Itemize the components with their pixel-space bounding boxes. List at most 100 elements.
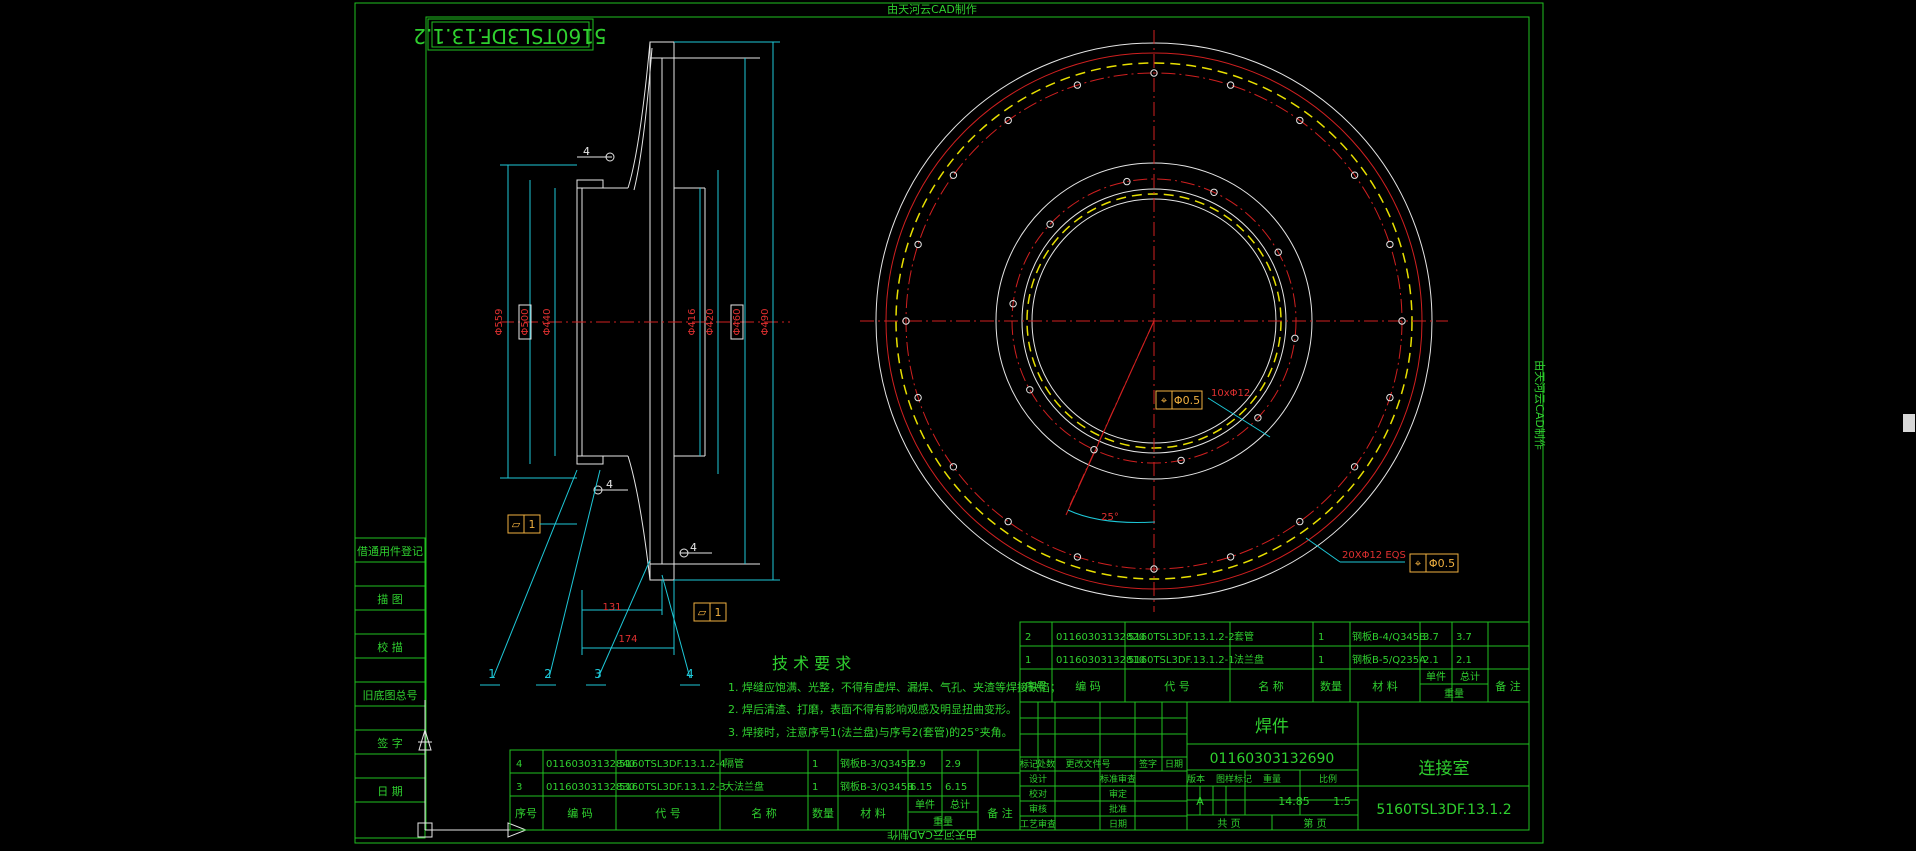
bom-cell: 大法兰盘 [724, 780, 764, 793]
inner-bolt-holes [1009, 177, 1299, 465]
scrollbar-thumb[interactable] [1903, 414, 1915, 432]
rev-header: 处数 [1037, 758, 1055, 770]
bolt-hole [1398, 317, 1406, 325]
outer-bolt-holes [902, 69, 1406, 573]
rev-header: 日期 [1165, 759, 1183, 770]
bolt-hole [1150, 69, 1158, 77]
bolt-hole [914, 393, 922, 402]
dim-dia: Φ559 [494, 309, 505, 336]
bom-cell: 5160TSL3DF.13.1.2-1 [1128, 655, 1235, 666]
title-block-code: 01160303132690 [1210, 751, 1335, 767]
bolt-hole [1073, 553, 1082, 561]
stage-header: 比例 [1319, 773, 1337, 785]
bom-cell: 2.1 [1423, 655, 1439, 666]
front-view: 25° 10xΦ12 ⌖ Φ0.5 20XΦ12 EQS ⌖ Φ0.5 [860, 30, 1459, 612]
role-label: 审核 [1029, 803, 1047, 815]
sheet-count: 共 页 [1217, 818, 1240, 830]
role-label: 工艺审查 [1020, 818, 1056, 830]
role-label: 批准 [1109, 803, 1127, 815]
bom-header: 编 码 [567, 806, 593, 820]
bolt-hole [1004, 116, 1012, 125]
rev-header: 签字 [1139, 758, 1157, 770]
bolt-hole [1004, 517, 1012, 526]
bom-cell: 4 [516, 759, 522, 770]
bom-header: 单件 [1426, 671, 1446, 683]
bom-cell: 法兰盘 [1234, 653, 1264, 666]
bom-cell: 01160303132810 [1056, 655, 1145, 666]
stage-header: 图样标记 [1216, 773, 1252, 785]
position-tolerance-frame: ⌖ Φ0.5 [1409, 553, 1459, 573]
weld-symbol: 4 [593, 478, 628, 495]
bolt-hole [949, 171, 958, 179]
bolt-hole [1350, 171, 1359, 179]
svg-text:▱: ▱ [512, 518, 521, 531]
weld-symbol: 4 [577, 145, 615, 162]
bom-cell: 1 [1318, 655, 1324, 666]
title-block-type: 焊件 [1255, 717, 1289, 737]
bolt-hole [1296, 517, 1304, 526]
watermark-bottom: 由天河云CAD制作 [887, 828, 977, 842]
version-label: 版本 [1187, 773, 1205, 785]
svg-text:Φ0.5: Φ0.5 [1429, 557, 1455, 570]
title-block-weight: 14.85 [1278, 795, 1310, 808]
vertical-scrollbar[interactable] [1902, 0, 1916, 847]
watermark-right: 由天河云CAD制作 [1533, 360, 1547, 450]
bom-header: 材 料 [1372, 679, 1398, 693]
flatness-tolerance-frame: ▱ 1 [693, 602, 727, 622]
svg-text:4: 4 [583, 145, 590, 158]
role-label: 标准审查 [1100, 773, 1136, 785]
bolt-hole [1254, 414, 1262, 422]
dim-dia: Φ460 [732, 309, 743, 336]
role-label: 设计 [1029, 773, 1047, 785]
bolt-hole [1123, 177, 1131, 186]
bom-cell: 钢板B-4/Q345B [1352, 630, 1426, 643]
bom-header: 备 注 [1495, 679, 1521, 693]
bolt-hole [1073, 81, 1082, 89]
sidebar-label: 描 图 [377, 592, 403, 606]
dim-174: 174 [618, 634, 637, 645]
title-block-drawing-no: 5160TSL3DF.13.1.2 [1376, 802, 1511, 818]
tech-req-line: 2. 焊后清渣、打磨，表面不得有影响观感及明显扭曲变形。 [728, 702, 1017, 716]
bolt-hole [1274, 248, 1282, 256]
angle-dim: 25° [1101, 512, 1119, 523]
tech-req-line: 3. 焊接时，注意序号1(法兰盘)与序号2(套管)的25°夹角。 [728, 725, 1013, 739]
bolt-hole [1090, 446, 1098, 454]
bom-cell: 3.7 [1456, 632, 1472, 643]
bom-cell: 3 [516, 782, 522, 793]
stage-mark: A [1196, 795, 1204, 808]
tech-req-title: 技 术 要 求 [772, 654, 851, 673]
bom-weight-header: 重量 [1444, 687, 1464, 700]
dim-dia: Φ420 [705, 309, 716, 336]
sidebar-label: 日 期 [377, 785, 403, 798]
dim-131: 131 [602, 602, 621, 613]
dim-dia: Φ440 [542, 309, 553, 336]
watermark-top: 由天河云CAD制作 [887, 2, 977, 16]
balloon-label: 2 [544, 667, 552, 681]
bom-cell: 5160TSL3DF.13.1.2-4 [619, 759, 726, 770]
balloon-label: 3 [594, 667, 602, 681]
bolt-hole [1026, 386, 1034, 394]
svg-text:⌖: ⌖ [1415, 557, 1421, 570]
bolt-hole [1210, 188, 1218, 197]
section-view: Φ559 Φ500 Φ440 Φ416 Φ420 Φ460 Φ490 131 1… [480, 41, 790, 686]
bom-cell: 钢板B-3/Q345B [840, 757, 914, 770]
bolt-hole [1296, 116, 1304, 125]
bom-header: 数量 [1320, 680, 1342, 693]
technical-requirements: 技 术 要 求 1. 焊缝应饱满、光整，不得有虚焊、漏焊、气孔、夹渣等焊接缺陷；… [728, 654, 1061, 739]
title-block: 标记 处数 更改文件号 签字 日期 设计 校对 审核 工艺审查 标准审查 审定 … [1019, 701, 1530, 831]
bolt-hole [1386, 393, 1394, 402]
bom-cell: 3.7 [1423, 632, 1439, 643]
bom-cell: 2.9 [910, 759, 926, 770]
ucs-icon [417, 700, 530, 838]
bom-header: 备 注 [987, 806, 1013, 820]
role-label: 审定 [1109, 788, 1127, 800]
bolt-hole [1226, 553, 1235, 561]
svg-text:Φ0.5: Φ0.5 [1174, 394, 1200, 407]
sidebar-label: 校 描 [377, 640, 403, 654]
bolt-hole [1009, 300, 1017, 308]
bom-cell: 01160303132840 [546, 759, 635, 770]
svg-text:1: 1 [715, 606, 722, 619]
